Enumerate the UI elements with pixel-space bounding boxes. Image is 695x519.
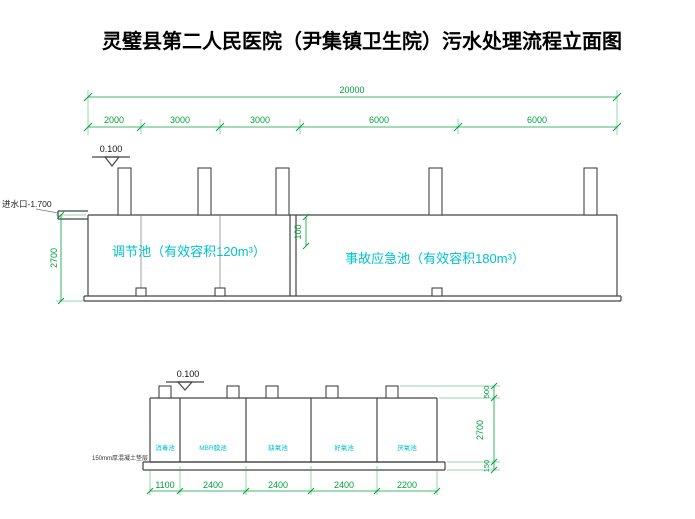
upper-elevation-symbol: 0.100 (92, 144, 130, 167)
regulating-tank-label: 调节池（有效容积120m³） (112, 244, 266, 259)
segment-dim-4: 6000 (369, 115, 389, 125)
right-dim-2700: 2700 (475, 420, 485, 440)
bottom-dim-3: 2400 (268, 480, 288, 490)
tank-stub (385, 385, 399, 399)
right-dim-500: 500 (482, 386, 491, 399)
total-dim-label: 20000 (339, 85, 364, 95)
roof-column (583, 167, 598, 216)
emergency-tank-label: 事故应急池（有效容积180m³） (345, 251, 525, 266)
tank-stub (158, 385, 172, 399)
gap-dim-label: 100 (293, 224, 303, 239)
lower-right-dimensions: 500 2700 150 (400, 382, 500, 474)
upper-left-dimension: 2700 (49, 211, 86, 305)
compartment-label-4: 好氧池 (334, 443, 354, 452)
lower-elevation-view: 0.100 消毒池 M (92, 369, 500, 495)
lower-elevation-label: 0.100 (177, 369, 200, 379)
bottom-dim-4: 2400 (334, 480, 354, 490)
right-dim-150: 150 (482, 460, 491, 473)
drawing-title: 灵璧县第二人民医院（尹集镇卫生院）污水处理流程立面图 (102, 29, 622, 53)
inlet-label: 进水口-1.700 (2, 199, 52, 209)
tank-stub (226, 385, 240, 399)
segment-dim-2: 3000 (170, 115, 190, 125)
compartment-label-1: 消毒池 (155, 443, 175, 452)
inlet-annotation: 进水口-1.700 (2, 199, 88, 220)
roof-column (197, 167, 212, 216)
roof-column (275, 167, 290, 216)
bottom-dim-1: 1100 (155, 480, 174, 490)
compartment-label-2: MBR膜池 (199, 443, 227, 452)
compartment-label-5: 厌氧池 (397, 443, 417, 452)
bottom-dim-2: 2400 (203, 480, 223, 490)
cushion-note: 150mm厚混凝土垫层 (92, 454, 148, 462)
upper-elevation-label: 0.100 (100, 144, 123, 154)
roof-column (428, 167, 443, 216)
compartment-label-3: 缺氧池 (268, 443, 288, 452)
segment-dim-3: 3000 (250, 115, 270, 125)
lower-elevation-symbol: 0.100 (166, 369, 204, 391)
upper-segment-dimensions: 2000 3000 3000 6000 6000 (83, 115, 622, 134)
roof-column (117, 167, 132, 216)
segment-dim-1: 2000 (104, 115, 124, 125)
upper-height-dim: 2700 (49, 248, 59, 268)
upper-total-dimension: 20000 (83, 85, 622, 135)
segment-dim-5: 6000 (527, 115, 547, 125)
lower-tank-structure (142, 385, 446, 471)
tank-stub (265, 385, 279, 399)
upper-tank-structure (83, 167, 622, 302)
middle-gap-dimension: 100 (293, 213, 310, 250)
upper-elevation-view: 20000 2000 3000 3000 6000 6000 0.100 (2, 85, 622, 305)
lower-bottom-dimensions: 1100 2400 2400 2400 2200 (146, 466, 441, 495)
bottom-dim-5: 2200 (397, 480, 417, 490)
tank-stub (325, 385, 339, 399)
